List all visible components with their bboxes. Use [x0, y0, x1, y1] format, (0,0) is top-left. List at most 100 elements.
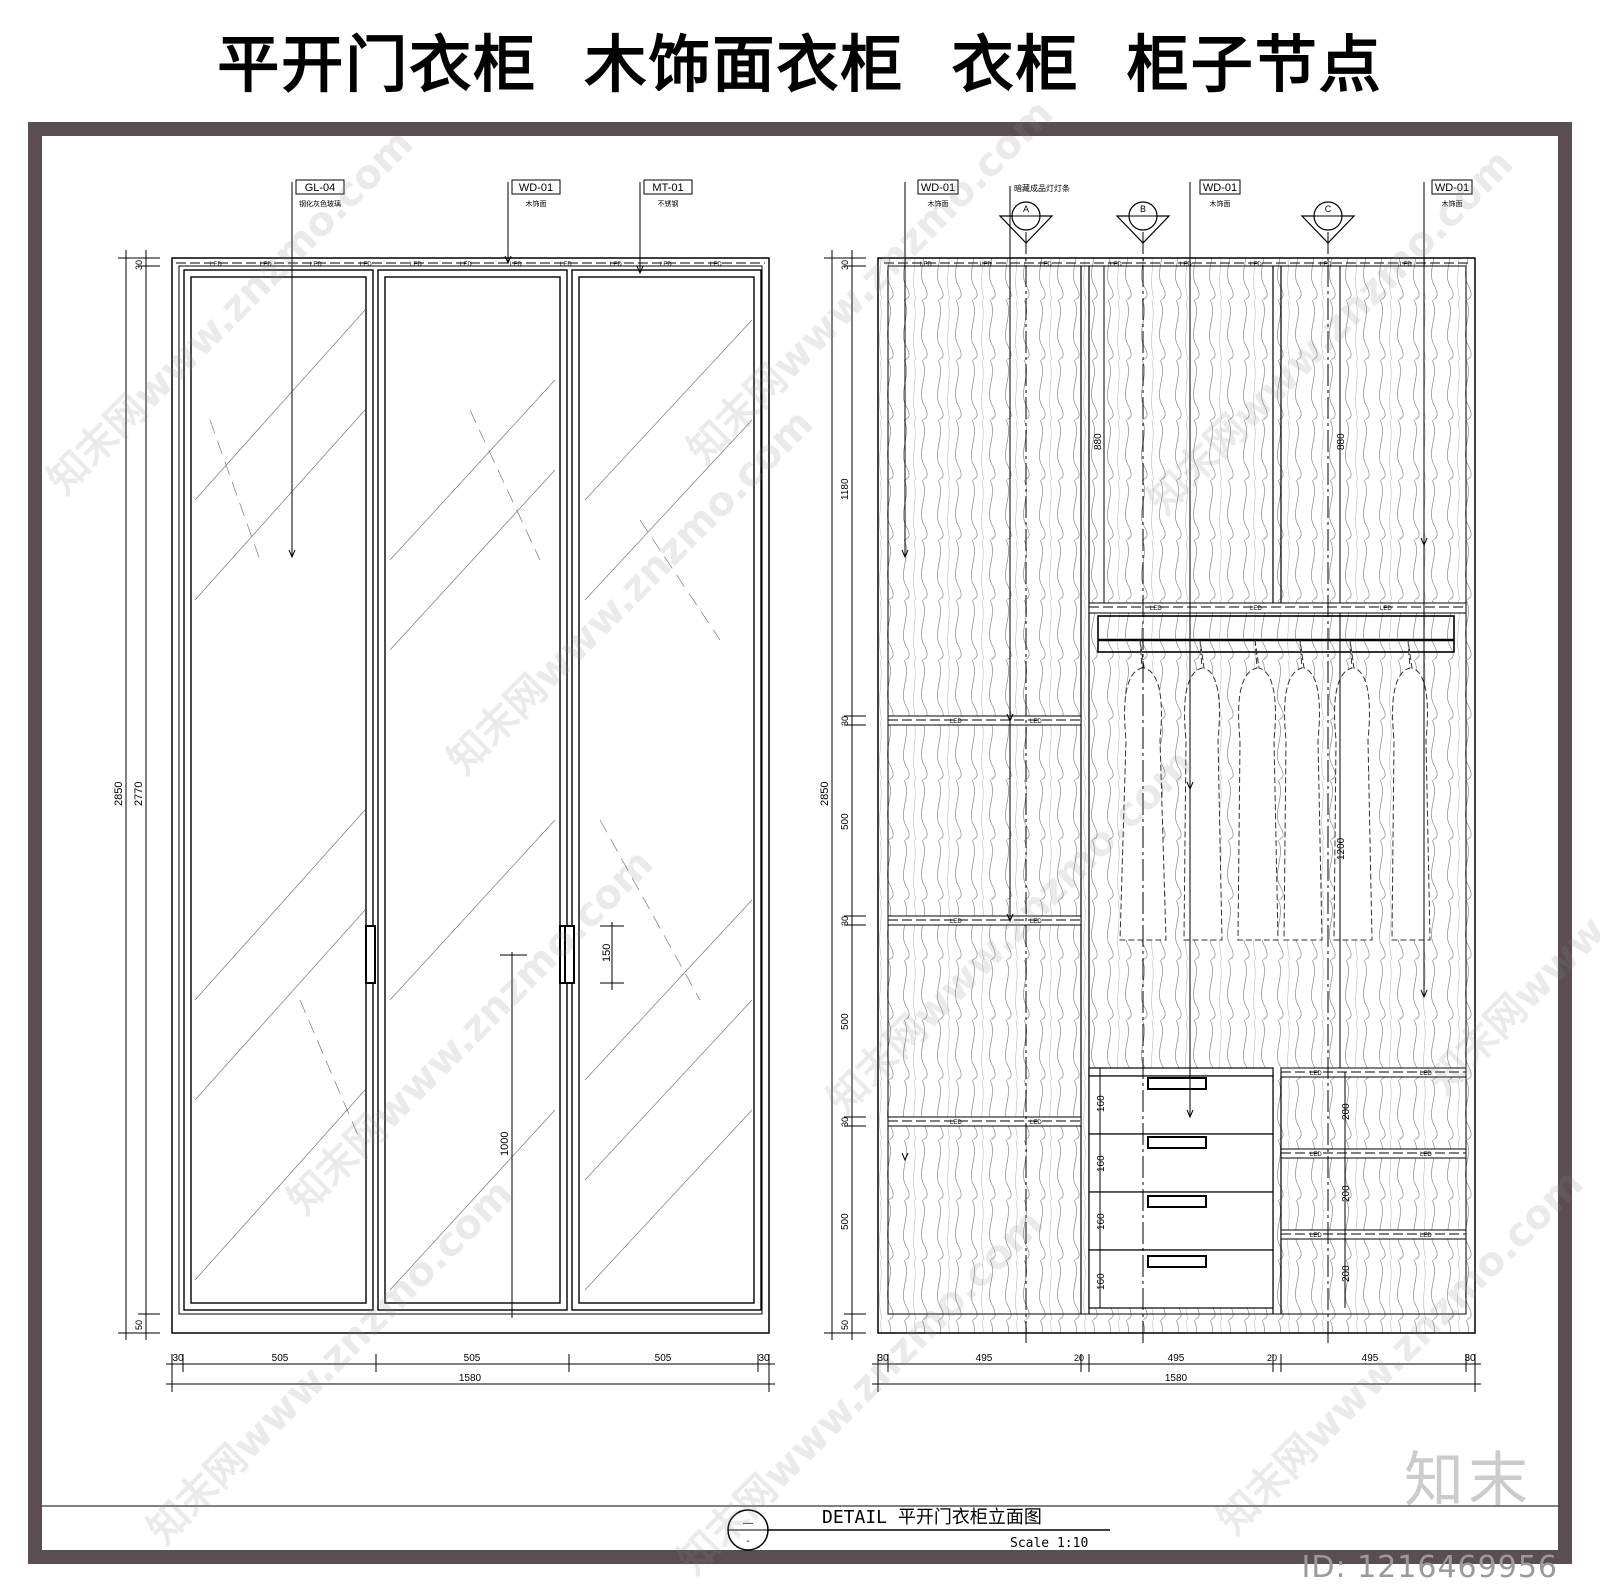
left-vertical-dims — [118, 250, 160, 1340]
led-label: LED — [1030, 1120, 1042, 1126]
left-elevation: LED LED LED LED LED LED LED LED LED LED … — [113, 179, 775, 1392]
led-label: LED — [260, 262, 272, 268]
dim-880: 880 — [1093, 433, 1104, 450]
led-label: LED — [1250, 262, 1262, 268]
led-label: LED — [1180, 262, 1192, 268]
led-label: LED — [1310, 1152, 1322, 1158]
led-label: LED — [1040, 262, 1052, 268]
dim-total-width: 1580 — [1165, 1373, 1188, 1384]
glass-door-1 — [183, 269, 374, 1311]
svg-text:160: 160 — [1096, 1095, 1107, 1112]
dim-880: 880 — [1336, 433, 1347, 450]
led-label: LED — [920, 262, 932, 268]
left-cabinet-outline — [171, 257, 770, 1334]
svg-text:200: 200 — [1341, 1265, 1352, 1282]
svg-text:-: - — [746, 1536, 749, 1547]
hanging-shelf — [1088, 602, 1467, 614]
led-label: LED — [1030, 719, 1042, 725]
svg-text:GL-04: GL-04 — [305, 182, 336, 194]
glass-door-3 — [571, 269, 762, 1311]
led-label: LED — [360, 262, 372, 268]
svg-text:30: 30 — [1464, 1353, 1476, 1364]
svg-text:WD-01: WD-01 — [519, 182, 553, 194]
led-label: LED — [560, 262, 572, 268]
led-label: LED — [950, 719, 962, 725]
svg-text:B: B — [1140, 204, 1146, 214]
section-lines — [1025, 232, 1329, 1343]
svg-text:30: 30 — [840, 916, 850, 926]
dim-handle-length: 150 — [601, 944, 613, 962]
callout-led-note: 暗藏成品灯灯条 — [1006, 183, 1070, 923]
svg-text:WD-01: WD-01 — [1435, 182, 1469, 194]
dim-w-door: 505 — [464, 1353, 481, 1364]
led-label: LED — [460, 262, 472, 268]
svg-text:160: 160 — [1096, 1273, 1107, 1290]
svg-text:钢化灰色玻璃: 钢化灰色玻璃 — [299, 199, 341, 208]
svg-text:30: 30 — [840, 716, 850, 726]
drawer-unit — [1088, 1067, 1274, 1309]
detail-label: — - DETAIL 平开门衣柜立面图 Scale 1:10 — [42, 1505, 1558, 1551]
svg-text:495: 495 — [1168, 1353, 1185, 1364]
led-label: LED — [1320, 262, 1332, 268]
svg-text:200: 200 — [1341, 1185, 1352, 1202]
led-label: LED — [980, 262, 992, 268]
callout-wd01-right: WD-01 木饰面 — [1420, 179, 1473, 999]
dim-w-side: 30 — [172, 1353, 184, 1364]
led-label: LED — [660, 262, 672, 268]
led-label: LED — [610, 262, 622, 268]
section-markers: A B C — [998, 201, 1356, 244]
dim-total-width: 1580 — [459, 1373, 482, 1384]
callout-mt01: MT-01 不锈钢 — [636, 179, 693, 275]
led-label: LED — [1420, 1233, 1432, 1239]
led-label: LED — [1420, 1152, 1432, 1158]
svg-text:20: 20 — [1074, 1353, 1084, 1363]
led-label: LED — [1310, 1233, 1322, 1239]
svg-text:A: A — [1023, 204, 1029, 214]
dim-height-inner: 2770 — [133, 782, 145, 806]
led-label: LED — [950, 919, 962, 925]
left-led-labels: LED LED LED LED LED LED LED LED LED LED … — [210, 262, 722, 268]
image-id: ID: 1216469956 — [1301, 1550, 1558, 1585]
svg-text:暗藏成品灯灯条: 暗藏成品灯灯条 — [1014, 183, 1070, 193]
led-label: LED — [310, 262, 322, 268]
svg-text:500: 500 — [840, 813, 851, 830]
svg-text:1180: 1180 — [840, 478, 851, 500]
svg-text:50: 50 — [840, 1320, 850, 1330]
svg-text:160: 160 — [1096, 1213, 1107, 1230]
page-title: 平开门衣柜 木饰面衣柜 衣柜 柜子节点 — [217, 28, 1383, 101]
svg-text:500: 500 — [840, 1013, 851, 1030]
detail-scale: Scale 1:10 — [1010, 1536, 1088, 1551]
led-label: LED — [1380, 606, 1392, 612]
section-marker-c: C — [1300, 201, 1356, 244]
led-label: LED — [950, 1120, 962, 1126]
svg-text:木饰面: 木饰面 — [1442, 199, 1463, 208]
dim-w-door: 505 — [655, 1353, 672, 1364]
led-label: LED — [210, 262, 222, 268]
dim-height-outer: 2850 — [819, 782, 831, 806]
svg-text:200: 200 — [1341, 1103, 1352, 1120]
door-handle — [365, 925, 376, 984]
callout-gl04: GL-04 钢化灰色玻璃 — [288, 179, 345, 559]
dim-handle-height: 1000 — [499, 1132, 511, 1156]
dim-top: 30 — [134, 260, 144, 270]
led-label: LED — [410, 262, 422, 268]
svg-text:30: 30 — [840, 1117, 850, 1127]
dim-bottom: 50 — [134, 1320, 144, 1330]
section-marker-a: A — [998, 201, 1054, 244]
led-label: LED — [1400, 262, 1412, 268]
glass-hatch — [194, 309, 753, 1291]
garments — [1119, 639, 1431, 941]
led-label: LED — [710, 262, 722, 268]
svg-text:495: 495 — [1362, 1353, 1379, 1364]
led-label: LED — [1250, 606, 1262, 612]
svg-text:木饰面: 木饰面 — [1210, 199, 1231, 208]
svg-text:C: C — [1325, 204, 1332, 214]
led-label: LED — [1420, 1071, 1432, 1077]
hanging-rail-frame — [1097, 615, 1455, 653]
svg-text:30: 30 — [877, 1353, 889, 1364]
led-label: LED — [1310, 1071, 1322, 1077]
svg-text:30: 30 — [840, 260, 850, 270]
svg-text:不锈钢: 不锈钢 — [658, 199, 679, 208]
right-horizontal-dims — [872, 1354, 1481, 1392]
